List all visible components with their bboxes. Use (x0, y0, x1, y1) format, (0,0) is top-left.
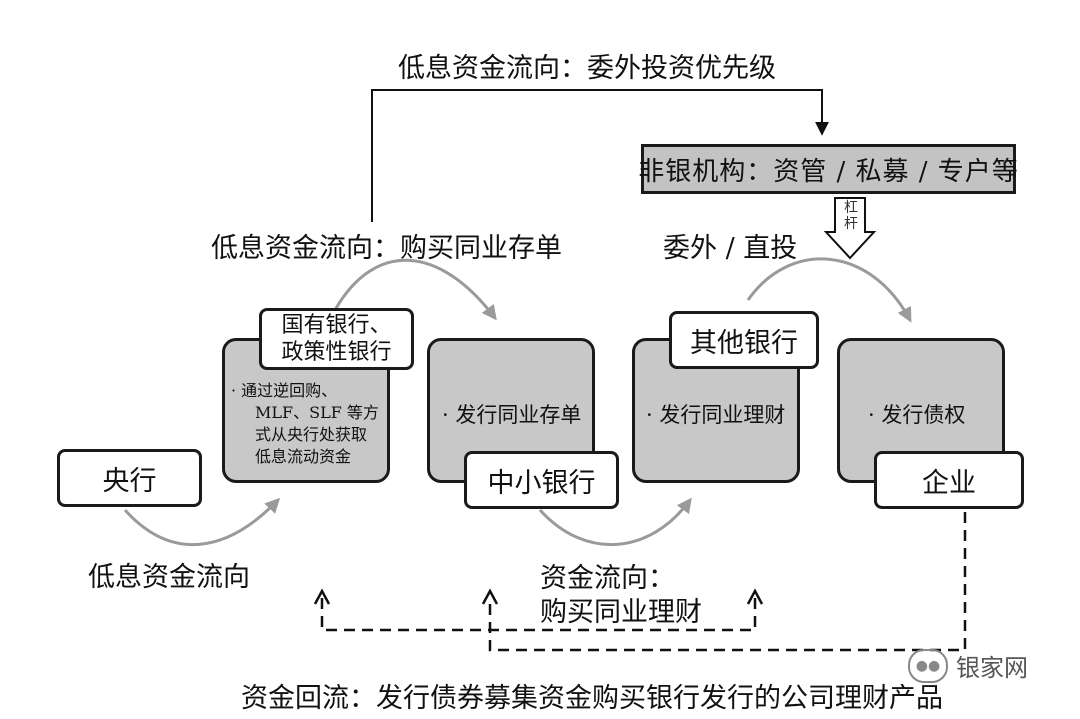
other-banks-label: 其他银行 (690, 327, 798, 359)
return-arrowhead-mid (481, 588, 499, 605)
cd-purchase-curve (333, 258, 497, 321)
state-banks-bullet: · 通过逆回购、 MLF、SLF 等方 式从央行处获取 低息流动资金 (231, 380, 386, 468)
central-bank-box: 央行 (57, 449, 202, 507)
other-banks-bullet: · 发行同业理财 (646, 403, 786, 427)
low-interest-curve (123, 497, 281, 547)
other-banks-box: 其他银行 (669, 311, 819, 369)
small-banks-label: 中小银行 (487, 467, 596, 499)
entrusted-curve (746, 257, 912, 323)
wechat-icon: ●● (908, 648, 948, 683)
wm-purchase-curve (538, 497, 692, 547)
return-arrowhead-right (746, 588, 764, 605)
state-banks-label-line1: 国有银行、 (281, 313, 392, 338)
cd-purchase-label: 低息资金流向：购买同业存单 (211, 233, 562, 264)
watermark: ●● 银家网 (908, 648, 1028, 683)
state-banks-box: 国有银行、 政策性银行 (259, 308, 414, 370)
return-arrowhead-left (313, 588, 331, 605)
state-banks-bullet-line: 低息流动资金 (255, 447, 352, 466)
return-flow-label: 资金回流：发行债券募集资金购买银行发行的公司理财产品 (241, 683, 943, 714)
enterprise-bullet: · 发行债权 (868, 403, 966, 427)
nonbank-institutions-box: 非银机构：资管 / 私募 / 专户等 (638, 144, 1018, 194)
leverage-arrow (823, 197, 877, 260)
priority-flow-label: 低息资金流向：委外投资优先级 (398, 53, 776, 84)
enterprise-box: 企业 (874, 451, 1024, 509)
watermark-text: 银家网 (956, 654, 1028, 682)
leverage-label: 杠杆 (844, 200, 858, 232)
wm-purchase-label-line2: 购买同业理财 (540, 597, 702, 628)
priority-flow-arrow (371, 89, 829, 222)
state-banks-bullet-line: 式从央行处获取 (255, 425, 368, 444)
wm-purchase-label-line1: 资金流向： (540, 563, 675, 594)
small-banks-bullet: · 发行同业存单 (442, 403, 582, 427)
low-interest-label: 低息资金流向 (88, 562, 250, 593)
small-banks-box: 中小银行 (464, 451, 619, 509)
state-banks-bullet-line: MLF、SLF 等方 (255, 403, 379, 422)
state-banks-label-line2: 政策性银行 (281, 340, 392, 365)
enterprise-label: 企业 (922, 467, 976, 499)
state-banks-bullet-line: · 通过逆回购、 (231, 381, 338, 400)
central-bank-label: 央行 (102, 465, 157, 497)
entrusted-label: 委外 / 直投 (663, 233, 798, 264)
return-flow-main (488, 512, 967, 652)
